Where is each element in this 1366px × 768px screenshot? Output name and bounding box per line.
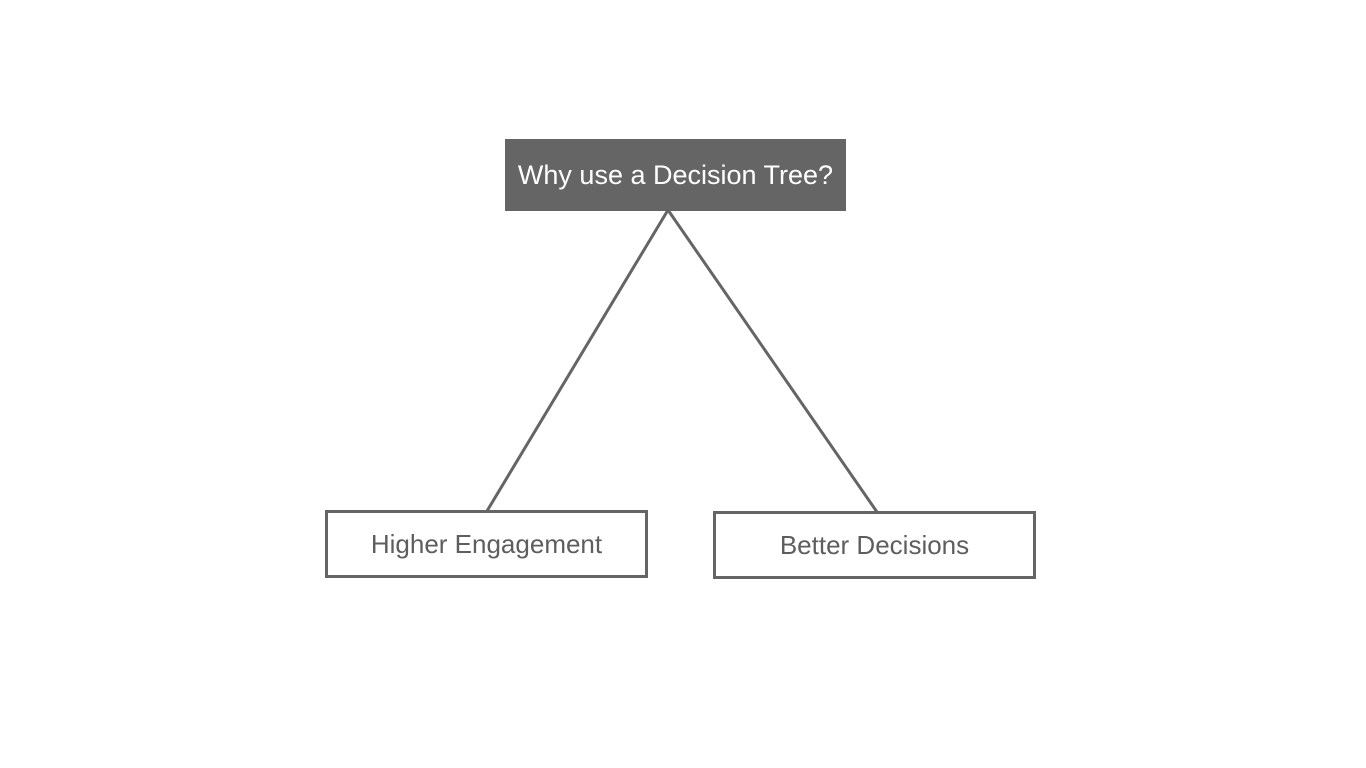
child-node-higher-engagement: Higher Engagement <box>325 510 648 578</box>
root-node: Why use a Decision Tree? <box>505 139 846 211</box>
connector-line-left <box>485 208 670 513</box>
child-node-label: Better Decisions <box>779 529 970 560</box>
root-node-label: Why use a Decision Tree? <box>517 159 834 190</box>
connector-line-right <box>666 208 879 514</box>
child-node-label: Higher Engagement <box>370 528 603 559</box>
child-node-better-decisions: Better Decisions <box>713 511 1036 579</box>
